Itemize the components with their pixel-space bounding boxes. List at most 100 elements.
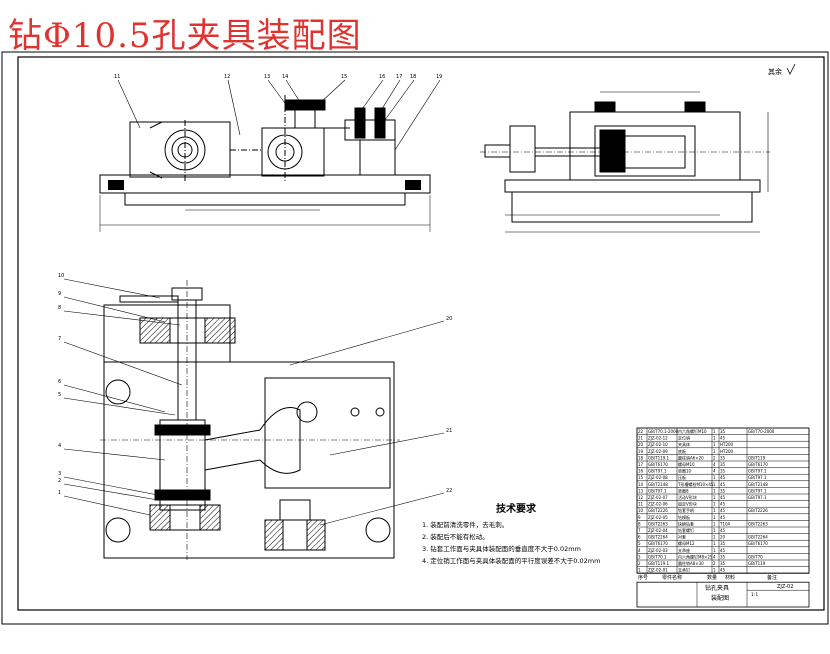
bom-cell: GB/T70.1-2000 xyxy=(648,429,679,434)
bom-cell: GB/T70.1 xyxy=(648,554,667,559)
bom-cell: GB/T6170 xyxy=(648,462,668,467)
callout-label: 22 xyxy=(446,488,452,494)
bom-cell: 内六角螺钉M10 xyxy=(678,428,707,434)
bom-cell: 35 xyxy=(720,462,726,467)
drawing-name: 钻孔夹具 xyxy=(705,584,729,592)
bom-cell: 固定V形块 xyxy=(678,501,697,507)
callout-label: 16 xyxy=(379,74,385,80)
bom-cell: ZJZ-02-09 xyxy=(648,449,668,454)
outer-border xyxy=(1,51,829,625)
bom-cell: 钻套螺钉 xyxy=(678,527,694,533)
callout-leader xyxy=(329,432,445,456)
bom-cell: 1 xyxy=(713,449,716,454)
bom-cell: GB/T2226 xyxy=(748,508,768,513)
bom-cell: T10A xyxy=(719,521,731,526)
bom-cell: 16 xyxy=(638,469,644,474)
bom-cell: 35 xyxy=(720,554,726,559)
bom-cell: 17 xyxy=(638,462,644,467)
bom-cell: GB/T6170 xyxy=(748,541,768,546)
inner-border xyxy=(17,56,825,611)
bom-cell: 21 xyxy=(638,436,644,441)
bom-cell: 35 xyxy=(720,488,726,493)
bom-cell: GB/T6170 xyxy=(748,462,768,467)
callout-label: 10 xyxy=(58,273,64,279)
bom-cell: 1 xyxy=(713,528,716,533)
bom-cell: 圆柱销A6×20 xyxy=(678,454,704,460)
callout-leader xyxy=(63,476,159,496)
bom-header-cell: 零件名称 xyxy=(662,574,682,581)
bom-header-cell: 数量 xyxy=(707,574,717,581)
bom-cell: GB/T97.1 xyxy=(748,469,767,474)
tech-req-item: 2. 装配后不能有松动。 xyxy=(422,532,489,541)
bom-cell: 45 xyxy=(720,495,726,500)
callout-label: 2 xyxy=(58,478,61,484)
callout-leader xyxy=(289,320,445,366)
bom-cell: 45 xyxy=(720,475,726,480)
callout-leader xyxy=(319,79,346,104)
bom-cell: GB/T119.1 xyxy=(648,455,670,460)
bom-cell: 1 xyxy=(713,568,716,573)
bom-cell: 1 xyxy=(713,429,716,434)
callout-label: 14 xyxy=(282,74,288,80)
callout-leader xyxy=(319,492,445,526)
callout-label: 21 xyxy=(446,428,452,434)
bom-cell: 1 xyxy=(713,535,716,540)
bom-cell: 压板 xyxy=(678,474,686,480)
callout-leader xyxy=(359,79,384,113)
bom-cell: GB/T119 xyxy=(748,455,766,460)
bom-cell: 垫圈10 xyxy=(678,468,692,474)
bom-header-cell: 序号 xyxy=(638,574,648,581)
bom-cell: 钻模板 xyxy=(678,514,690,520)
bom-cell: 1 xyxy=(713,442,716,447)
tech-req-item: 1. 装配前清洗零件，去毛刺。 xyxy=(422,520,508,529)
callout-leader xyxy=(63,310,181,326)
tech-req-item: 4. 定位销工作面与夹具体装配面的平行度误差不大于0.02mm xyxy=(422,556,600,565)
bom-cell: 20 xyxy=(720,535,726,540)
bom-cell: 35 xyxy=(720,429,726,434)
bom-cell: 活动V形块 xyxy=(678,494,697,500)
bom-cell: 15 xyxy=(638,475,644,480)
bom-cell: ZJZ-02-07 xyxy=(648,495,668,500)
bom-cell: 4 xyxy=(713,469,716,474)
bom-cell: 1 xyxy=(713,436,716,441)
bom-cell: 14 xyxy=(638,482,644,487)
bom-cell: ZJZ-02-05 xyxy=(648,515,668,520)
bom-cell: 45 xyxy=(720,508,726,513)
callout-leader xyxy=(384,79,415,121)
bom-cell: 6 xyxy=(638,535,641,540)
callout-leader xyxy=(63,296,166,323)
bom-cell: ZJZ-02-04 xyxy=(648,528,668,533)
bom-cell: 1 xyxy=(713,475,716,480)
bom-cell: ZJZ-02-12 xyxy=(648,436,668,441)
callout-leader xyxy=(267,79,291,111)
bom-cell: 螺母M12 xyxy=(678,540,695,546)
bom-cell: 夹具体 xyxy=(678,441,690,447)
bom-header-cell: 备注 xyxy=(767,574,777,581)
bom-cell: 1 xyxy=(713,482,716,487)
drawing-title: 钻Φ10.5孔夹具装配图 xyxy=(8,16,362,56)
bom-cell: 22 xyxy=(638,429,644,434)
callout-leader xyxy=(63,448,166,461)
callout-label: 9 xyxy=(58,291,61,297)
bom-cell: GB/T70-2000 xyxy=(748,429,775,434)
bom-cell: GB/T97.1 xyxy=(648,488,667,493)
bom-cell: GB/T2263 xyxy=(748,521,768,526)
bom-cell: HT200 xyxy=(720,442,734,447)
bom-cell: GB/T2226 xyxy=(648,508,668,513)
bom-cell: 10 xyxy=(638,508,644,513)
callout-leader xyxy=(63,483,159,501)
bom-cell: GB/T2148 xyxy=(648,482,668,487)
callout-label: 12 xyxy=(224,74,230,80)
front-view xyxy=(99,95,431,232)
bom-cell: GB/T119 xyxy=(748,561,766,566)
bom-cell: 45 xyxy=(720,502,726,507)
bom-cell: 45 xyxy=(720,548,726,553)
bom-cell: 3 xyxy=(638,554,641,559)
bom-cell: 1 xyxy=(713,548,716,553)
callout-label: 3 xyxy=(58,471,61,477)
bom-cell: 5 xyxy=(638,541,641,546)
